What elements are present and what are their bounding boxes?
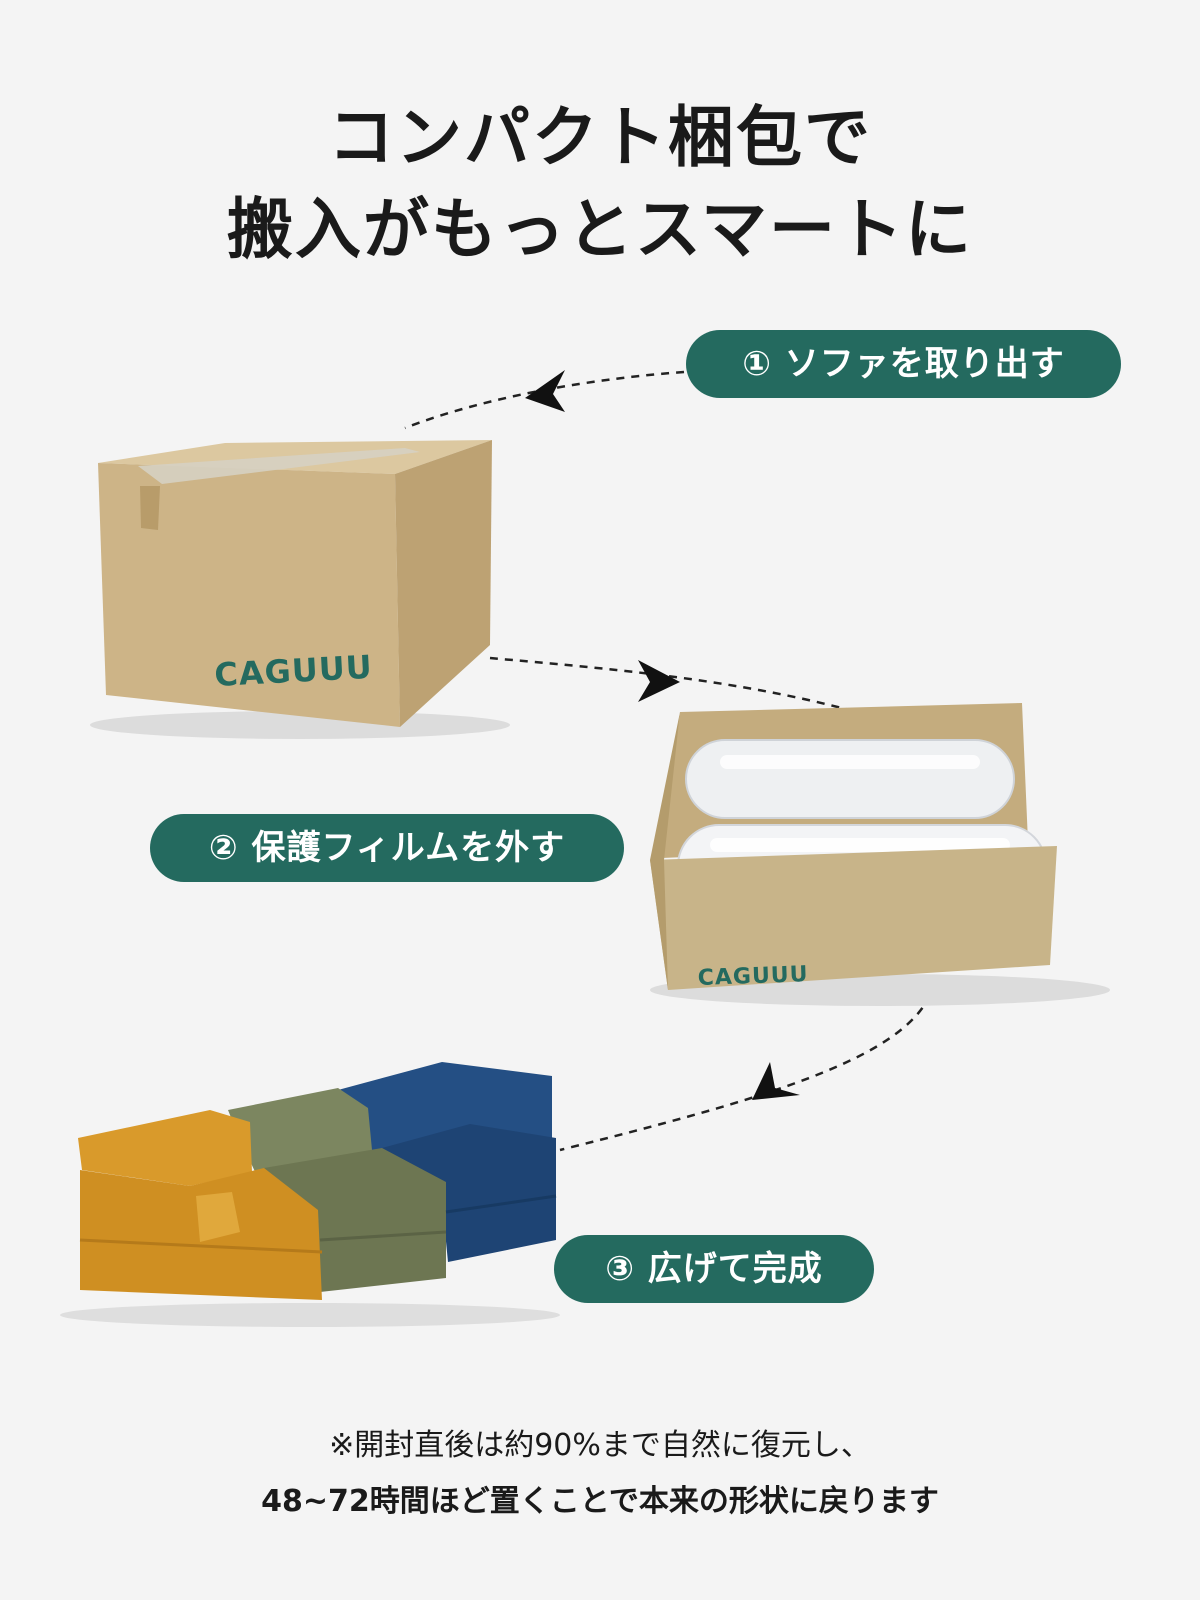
closed-box-side [395, 440, 492, 727]
sofa-green-back [228, 1088, 372, 1178]
dashed-arrow-3 [559, 994, 932, 1152]
closed-box-illustration: CAGUUU [90, 440, 510, 739]
arrowhead-1-icon [525, 370, 565, 412]
closed-box-tape-flap [140, 486, 160, 530]
dashed-arrow-2 [489, 656, 891, 724]
headline: コンパクト梱包で 搬入がもっとスマートに [0, 92, 1200, 276]
open-box-front [650, 846, 1057, 990]
footnote-line-1: ※開封直後は約90%まで自然に復元し、 [329, 1428, 871, 1463]
open-box-left-wall [650, 712, 680, 990]
film-roll-1 [685, 739, 1015, 819]
headline-line-2: 搬入がもっとスマートに [226, 191, 974, 268]
step-3-badge: ③ 広げて完成 [554, 1235, 874, 1303]
sofa-green-seat [264, 1148, 446, 1292]
sofa-illustration [60, 1062, 560, 1327]
step-2-badge: ② 保護フィルムを外す [150, 814, 624, 882]
open-box-illustration: CAGUUU [650, 703, 1110, 1006]
sofa-yellow-back [78, 1110, 252, 1186]
closed-box-tape [138, 448, 420, 484]
arrowhead-3-icon [752, 1062, 800, 1100]
step-1-badge: ① ソファを取り出す [686, 330, 1121, 398]
sofa-blue-seat [382, 1124, 556, 1262]
open-box-brand: CAGUUU [697, 962, 809, 991]
footnote: ※開封直後は約90%まで自然に復元し、 48~72時間ほど置くことで本来の形状に… [0, 1418, 1200, 1530]
footnote-line-2: 48~72時間ほど置くことで本来の形状に戻ります [261, 1484, 939, 1519]
closed-box-front [98, 463, 400, 727]
closed-box-brand: CAGUUU [213, 648, 373, 694]
headline-line-1: コンパクト梱包で [328, 99, 872, 176]
sofa-yellow-arm [196, 1192, 240, 1242]
arrowhead-2-icon [638, 660, 680, 702]
